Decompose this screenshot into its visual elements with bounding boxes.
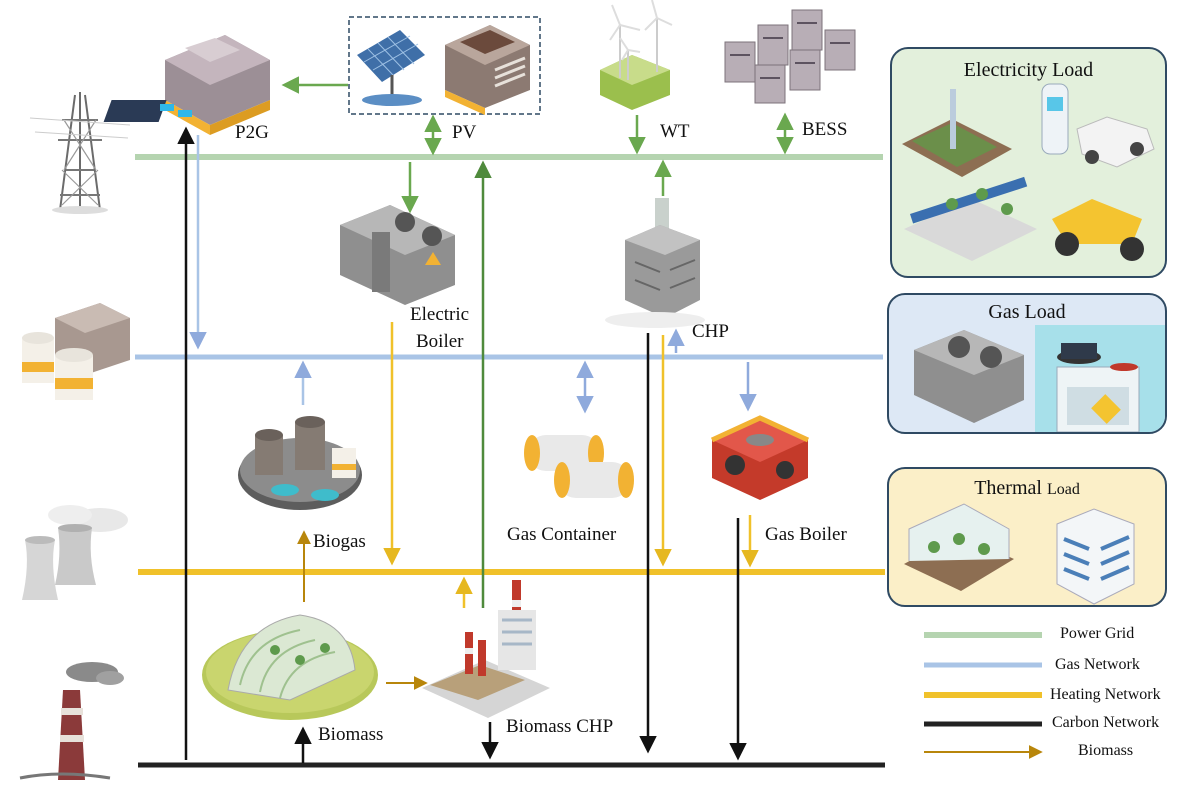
legend-label-gas-network: Gas Network — [1055, 656, 1140, 673]
pv-label: PV — [452, 122, 477, 143]
biomass-chp-plant-icon — [422, 580, 550, 718]
thermal-load-illustration — [904, 503, 1135, 605]
legend-label-power-grid: Power Grid — [1060, 625, 1135, 642]
biogas-label: Biogas — [313, 531, 366, 552]
gas-container-label: Gas Container — [507, 524, 617, 545]
gas-storage-facility-icon — [22, 303, 130, 400]
p2g-building-icon — [103, 35, 270, 135]
chp-plant-icon — [605, 198, 705, 328]
biomass-label: Biomass — [318, 724, 384, 745]
gas-container-icon — [524, 435, 634, 498]
legend-label-heating-network: Heating Network — [1050, 686, 1161, 703]
thermal-load-title: Thermal Load — [889, 477, 1165, 500]
gas-boiler-icon — [710, 415, 810, 500]
gas-load-panel: Gas Load — [887, 293, 1167, 434]
electricity-load-illustration — [902, 83, 1155, 261]
chp-label: CHP — [692, 321, 729, 342]
biogas-digester-icon — [238, 416, 362, 510]
biomass-greenhouse-icon — [202, 614, 378, 720]
electric-boiler-label-line1: Electric — [410, 304, 470, 325]
electricity-load-title: Electricity Load — [963, 59, 1094, 81]
bess-label: BESS — [802, 119, 848, 140]
solar-panel-icon — [357, 30, 425, 106]
electric-boiler-label-line2: Boiler — [416, 331, 464, 352]
electric-boiler-icon — [340, 205, 455, 305]
thermal-load-title-suffix: Load — [1046, 481, 1080, 498]
wind-turbine-icon — [600, 0, 673, 110]
p2g-label: P2G — [235, 122, 269, 143]
cooling-tower-icon — [22, 505, 128, 600]
thermal-load-title-main: Thermal — [974, 477, 1042, 499]
gas-boiler-label: Gas Boiler — [765, 524, 847, 545]
battery-storage-icon — [724, 9, 856, 104]
gas-load-illustration — [914, 325, 1165, 432]
smokestack-icon — [19, 662, 124, 780]
thermal-load-panel: Thermal Load — [887, 467, 1167, 607]
biomass-chp-label: Biomass CHP — [506, 716, 614, 737]
pv-building-icon — [445, 25, 530, 115]
wt-label: WT — [660, 121, 690, 142]
electricity-load-panel: Electricity Load — [890, 47, 1167, 278]
power-tower-icon — [29, 92, 131, 214]
legend-label-biomass: Biomass — [1078, 742, 1134, 759]
legend-label-carbon-network: Carbon Network — [1052, 714, 1160, 731]
gas-load-title: Gas Load — [988, 301, 1066, 323]
